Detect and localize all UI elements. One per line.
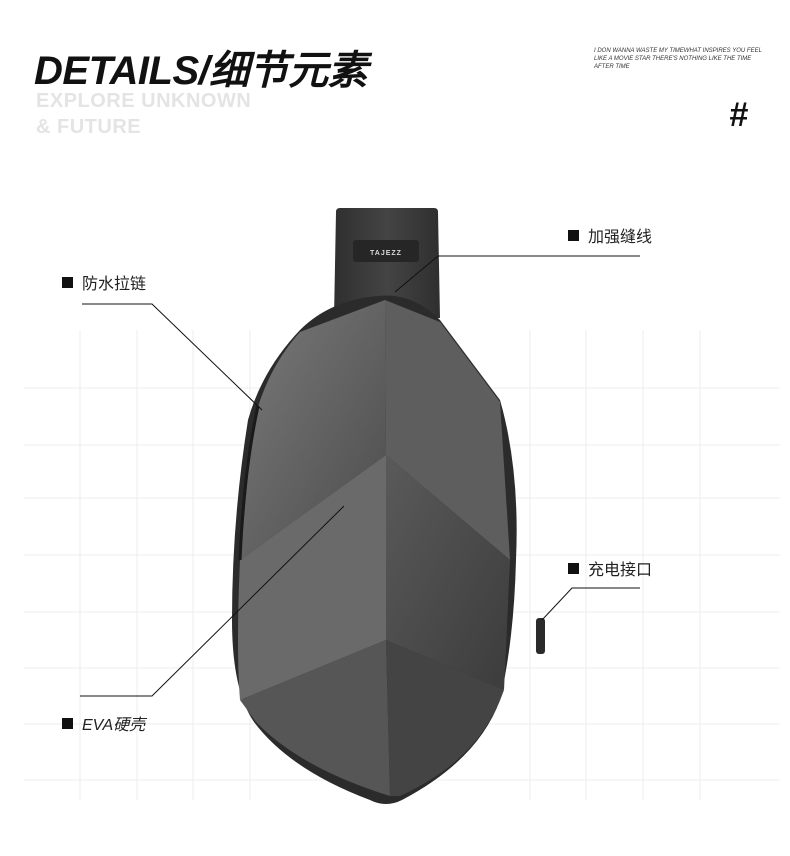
bullet-square-icon — [568, 562, 579, 574]
shoulder-strap — [334, 208, 440, 318]
callout-line-stitching — [394, 255, 640, 293]
callout-charging-label: 充电接口 — [588, 562, 653, 579]
bullet-square-icon — [62, 717, 73, 729]
brand-tag: TAJEZZ — [370, 250, 402, 257]
callout-eva-label: EVA硬壳 — [82, 717, 146, 734]
callout-line-eva — [80, 505, 345, 697]
hash-mark: # — [729, 96, 748, 134]
callout-charging: 充电接口 — [568, 556, 652, 580]
callout-line-zipper — [82, 303, 263, 411]
bag-shell — [232, 295, 545, 804]
callout-stitching-label: 加强缝线 — [588, 229, 653, 246]
callout-stitching: 加强缝线 — [568, 223, 652, 247]
bullet-square-icon — [62, 276, 73, 288]
subtitle-line-2: & FUTURE — [36, 116, 142, 138]
bullet-square-icon — [568, 229, 579, 241]
callout-line-charging — [541, 587, 640, 621]
subtitle-line-1: EXPLORE UNKNOWN — [36, 90, 252, 112]
callout-zipper-label: 防水拉链 — [82, 276, 147, 293]
page-title: DETAILS/细节元素 — [34, 49, 368, 93]
quote-text: I DON WANNA WASTE MY TIMEWHAT INSPIRES Y… — [594, 48, 762, 70]
callout-zipper: 防水拉链 — [62, 270, 146, 294]
callout-eva: EVA硬壳 — [62, 711, 145, 735]
